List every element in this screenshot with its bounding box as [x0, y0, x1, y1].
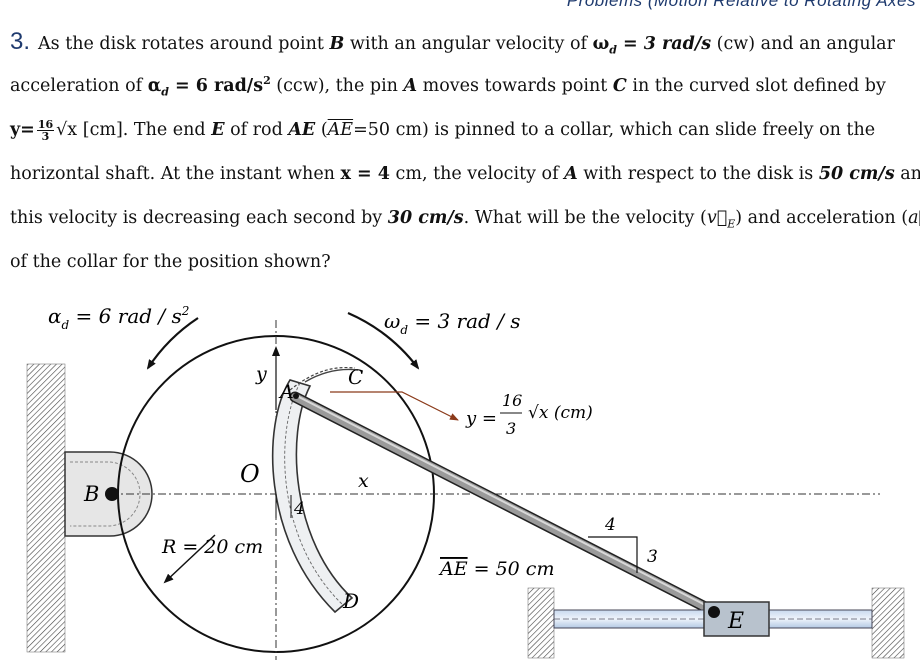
radius-leader [163, 534, 216, 584]
right-shaft-wall-left [527, 587, 555, 659]
curve-rest: √x (cm) [528, 403, 593, 423]
omega-arrow [347, 311, 420, 370]
rod-length-label: AE = 50 cm [438, 558, 554, 580]
point-b-label: B [83, 482, 99, 506]
value: 30 cm/s [387, 208, 464, 228]
curve-equation: y = [465, 408, 497, 429]
omega-label: ωd = 3 rad / s [384, 309, 521, 337]
value: = 3 rad/s [616, 34, 712, 54]
text: As the disk rotates around point [38, 34, 330, 54]
text: of rod [224, 120, 289, 140]
text: this velocity is decreasing each second … [10, 208, 388, 228]
curve-den: 3 [506, 419, 516, 438]
curve-to-c-outer [304, 368, 359, 383]
text: horizontal shaft. At the instant when [10, 164, 341, 184]
text: B [329, 34, 345, 54]
radius-label: R = 20 cm [161, 536, 263, 558]
symbol: a⃗ [908, 208, 920, 228]
numerator: 16 [36, 118, 55, 131]
symbol: v⃗ [706, 208, 728, 228]
right-shaft-wall-right [871, 587, 905, 659]
text: . What will be the velocity ( [463, 208, 707, 228]
x-axis-label: x [358, 470, 369, 492]
rod-ae [291, 393, 719, 616]
point-c-label: C [348, 365, 363, 389]
origin-label: O [240, 460, 260, 488]
pin-support-b-outline [70, 461, 141, 527]
symbol-sup: 2 [263, 74, 271, 88]
text: [cm]. The end [77, 120, 212, 140]
slope-run-label: 4 [604, 515, 616, 535]
left-wall-hatch [26, 363, 66, 653]
problem-line-4: horizontal shaft. At the instant when x … [10, 152, 920, 196]
text: with an angular velocity of [344, 34, 593, 54]
text: acceleration of [10, 76, 148, 96]
point-d-label: D [342, 589, 359, 613]
pin-e [708, 606, 720, 618]
text: E [211, 120, 225, 140]
equation: y= [10, 120, 35, 140]
point-e-label: E [727, 609, 744, 634]
curve-num: 16 [502, 391, 522, 410]
rod-ae-highlight [294, 394, 716, 611]
text: AE [327, 120, 354, 140]
problem-line-6: of the collar for the position shown? [10, 252, 331, 272]
symbol-sub: E [727, 217, 736, 231]
symbol-sub: d [161, 85, 169, 99]
problem-line-1: 3. As the disk rotates around point B wit… [10, 20, 910, 64]
text: moves towards point [417, 76, 613, 96]
text: C [612, 76, 627, 96]
point-a-label: A [278, 381, 294, 403]
problem-line-5: this velocity is decreasing each second … [10, 196, 920, 240]
alpha-label: αd = 6 rad / s2 [48, 304, 189, 332]
text: AE [288, 120, 316, 140]
value: x = 4 [340, 164, 390, 184]
problem-line-2: acceleration of αd = 6 rad/s2 (ccw), the… [10, 64, 910, 108]
slope-triangle [588, 536, 638, 573]
symbol-sub: d [609, 43, 617, 57]
value: = 6 rad/s [168, 76, 264, 96]
value: 50 cm/s [818, 164, 895, 184]
text: ( [315, 120, 328, 140]
symbol: α [147, 76, 162, 96]
header-title: Problems (Motion Relative to Rotating Ax… [566, 0, 916, 10]
text: A [564, 164, 578, 184]
pin-a [293, 393, 299, 399]
text: A [403, 76, 418, 96]
text: ) and acceleration ( [735, 208, 909, 228]
text: with respect to the disk is [577, 164, 819, 184]
text: (ccw), the pin [270, 76, 404, 96]
curve-leader [330, 391, 459, 421]
text: cm, the velocity of [389, 164, 565, 184]
symbol: ω [592, 34, 610, 54]
text: in the curved slot defined by [626, 76, 886, 96]
sqrt: √x [56, 120, 78, 140]
problem-statement: 3. As the disk rotates around point B wit… [10, 20, 920, 284]
slot-centerline [284, 382, 344, 606]
alpha-arrow [146, 317, 199, 370]
curved-slot [271, 379, 354, 614]
text: (cw) and an angular [711, 34, 895, 54]
dim-4-label: 4 [293, 499, 305, 519]
problem-number: 3. [10, 28, 31, 55]
pin-b [105, 487, 119, 501]
mechanism-figure: αd = 6 rad / s2 ωd = 3 rad / s y x O A C… [26, 304, 905, 660]
text: =50 cm) is pinned to a collar, which can… [353, 120, 876, 140]
y-axis-label: y [255, 363, 267, 385]
denominator: 3 [41, 130, 50, 143]
slope-rise-label: 3 [647, 547, 658, 567]
text: and [900, 164, 920, 184]
